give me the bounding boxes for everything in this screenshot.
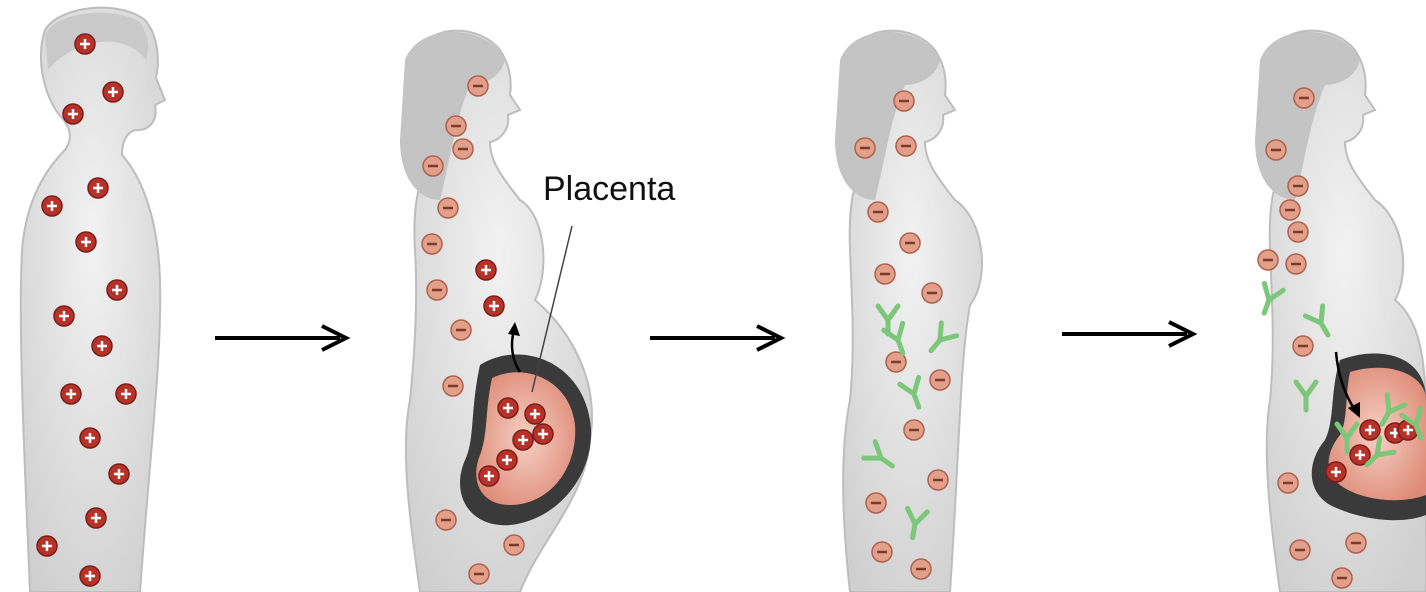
- rh-negative-cell-icon: [911, 559, 931, 579]
- rh-negative-cell-icon: [1288, 222, 1308, 242]
- rh-positive-cell-icon: [80, 566, 100, 586]
- rh-negative-cell-icon: [868, 202, 888, 222]
- rh-negative-cell-icon: [1294, 88, 1314, 108]
- rh-negative-cell-icon: [443, 376, 463, 396]
- rh-positive-cell-icon: [476, 260, 496, 280]
- panel-first-pregnancy: [400, 31, 592, 592]
- right-arrow-icon: [215, 326, 346, 350]
- rh-negative-cell-icon: [894, 91, 914, 111]
- rh-negative-cell-icon: [422, 234, 442, 254]
- rh-negative-cell-icon: [872, 542, 892, 562]
- rh-negative-cell-icon: [436, 510, 456, 530]
- rh-negative-cell-icon: [1286, 254, 1306, 274]
- rh-negative-cell-icon: [855, 138, 875, 158]
- rh-negative-cell-icon: [896, 136, 916, 156]
- rh-negative-cell-icon: [904, 420, 924, 440]
- rh-positive-cell-icon: [37, 536, 57, 556]
- rh-positive-cell-icon: [1360, 420, 1380, 440]
- placenta-label: Placenta: [543, 170, 675, 208]
- rh-positive-cell-icon: [498, 398, 518, 418]
- rh-positive-cell-icon: [75, 34, 95, 54]
- rh-negative-cell-icon: [922, 283, 942, 303]
- rh-positive-cell-icon: [80, 428, 100, 448]
- rh-positive-cell-icon: [86, 508, 106, 528]
- rh-positive-cell-icon: [109, 464, 129, 484]
- rh-positive-cell-icon: [63, 104, 83, 124]
- rh-positive-cell-icon: [513, 430, 533, 450]
- rh-negative-cell-icon: [453, 139, 473, 159]
- rh-positive-cell-icon: [107, 280, 127, 300]
- rh-negative-cell-icon: [1258, 250, 1278, 270]
- rh-negative-cell-icon: [1293, 336, 1313, 356]
- panel-sensitized-mother: [835, 31, 982, 592]
- rh-negative-cell-icon: [1346, 533, 1366, 553]
- rh-negative-cell-icon: [427, 280, 447, 300]
- rh-positive-cell-icon: [484, 296, 504, 316]
- rh-negative-cell-icon: [438, 198, 458, 218]
- right-arrow-icon: [650, 326, 781, 350]
- rh-negative-cell-icon: [451, 320, 471, 340]
- rh-positive-cell-icon: [92, 336, 112, 356]
- rh-negative-cell-icon: [875, 264, 895, 284]
- rh-positive-cell-icon: [54, 306, 74, 326]
- rh-positive-cell-icon: [42, 196, 62, 216]
- rh-negative-cell-icon: [468, 76, 488, 96]
- rh-negative-cell-icon: [469, 564, 489, 584]
- panel-second-pregnancy: [1255, 31, 1426, 592]
- rh-negative-cell-icon: [1280, 200, 1300, 220]
- rh-positive-cell-icon: [61, 384, 81, 404]
- rh-negative-cell-icon: [866, 493, 886, 513]
- rh-negative-cell-icon: [1266, 140, 1286, 160]
- panel-father: [21, 8, 165, 592]
- rh-positive-cell-icon: [76, 232, 96, 252]
- rh-negative-cell-icon: [1278, 473, 1298, 493]
- male-body-silhouette: [21, 8, 165, 592]
- rh-negative-cell-icon: [1290, 540, 1310, 560]
- rh-positive-cell-icon: [88, 178, 108, 198]
- rh-positive-cell-icon: [533, 424, 553, 444]
- rh-negative-cell-icon: [928, 470, 948, 490]
- rh-positive-cell-icon: [479, 466, 499, 486]
- rh-negative-cell-icon: [1288, 176, 1308, 196]
- rh-positive-cell-icon: [116, 384, 136, 404]
- rh-negative-cell-icon: [504, 535, 524, 555]
- right-arrow-icon: [1062, 322, 1193, 346]
- rh-negative-cell-icon: [1332, 568, 1352, 588]
- rh-negative-cell-icon: [930, 370, 950, 390]
- rh-positive-cell-icon: [1326, 462, 1346, 482]
- rh-positive-cell-icon: [497, 450, 517, 470]
- rh-positive-cell-icon: [525, 404, 545, 424]
- rh-negative-cell-icon: [423, 156, 443, 176]
- rh-negative-cell-icon: [900, 233, 920, 253]
- rh-negative-cell-icon: [446, 116, 466, 136]
- rh-positive-cell-icon: [103, 82, 123, 102]
